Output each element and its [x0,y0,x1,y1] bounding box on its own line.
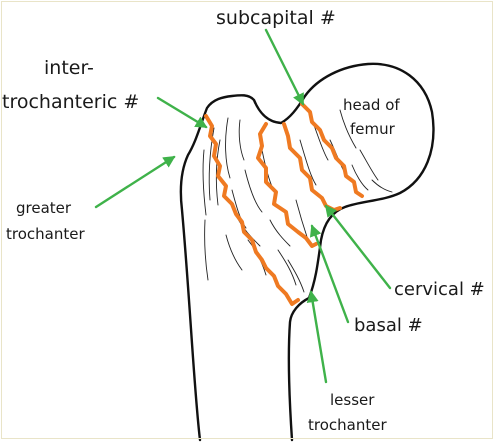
label-head-of-femur-line2: femur [350,120,395,138]
greater-trochanter-arrow [94,155,176,209]
label-cervical: cervical # [394,279,485,300]
basal-fracture-line [256,122,318,248]
intertrochanteric-arrow [156,96,208,129]
subcapital-fracture-line [300,102,364,198]
intertrochanteric-fracture-line [204,114,300,306]
label-greater-trochanter-line2: trochanter [6,225,85,243]
lesser-trochanter-arrow [306,290,328,384]
label-intertrochanteric-line1: inter- [44,57,94,79]
femur-shaft-outer-outline [179,62,435,442]
label-greater-trochanter-line1: greater [16,199,72,217]
label-head-of-femur-line1: head of [343,96,400,114]
label-lesser-trochanter-line1: lesser [330,391,375,409]
cervical-fracture-line [282,122,342,212]
label-subcapital: subcapital # [216,7,336,29]
label-intertrochanteric-line2: trochanteric # [2,91,140,113]
label-basal: basal # [354,315,423,336]
subcapital-arrow [264,28,305,106]
label-lesser-trochanter-line2: trochanter [308,416,387,434]
cervical-arrow [324,204,392,290]
basal-arrow [309,224,350,324]
